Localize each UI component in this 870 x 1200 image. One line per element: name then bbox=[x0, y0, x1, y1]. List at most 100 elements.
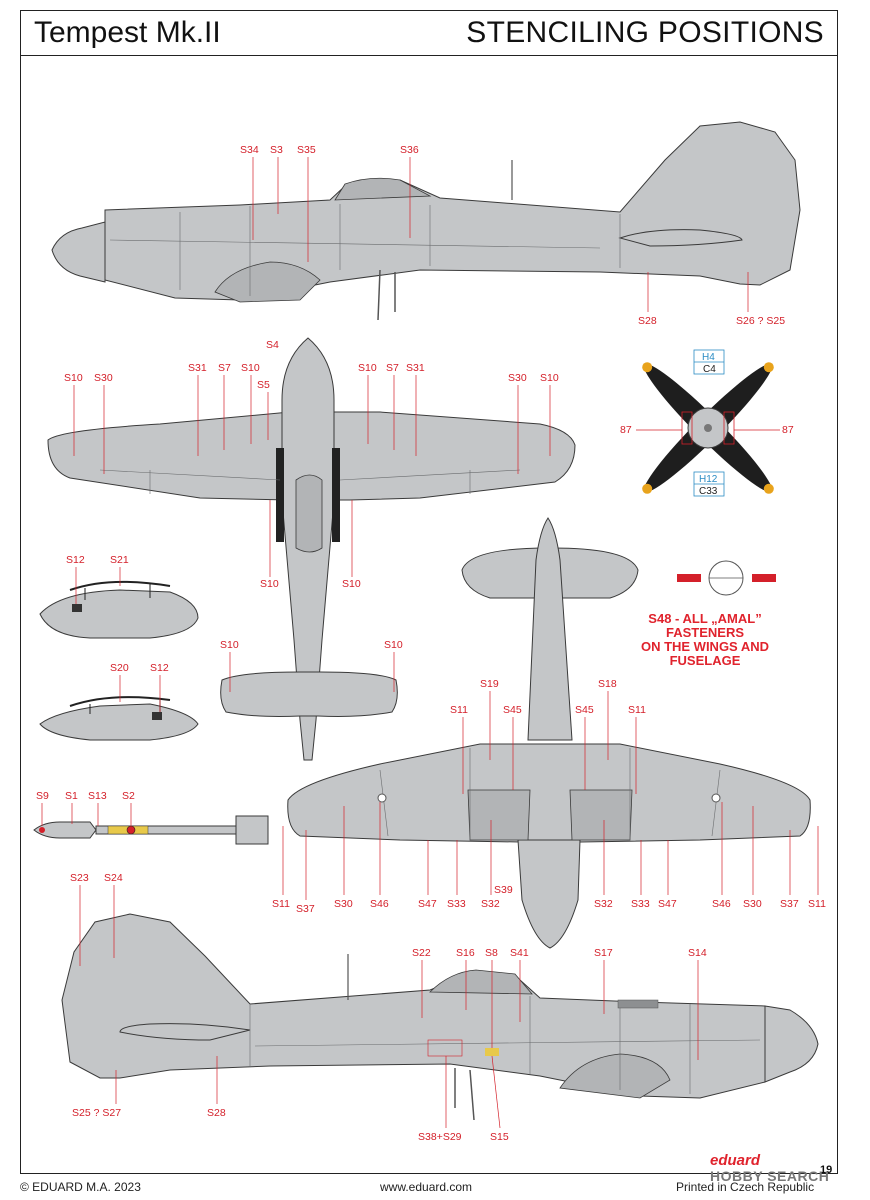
label-s30-b: S30 bbox=[508, 372, 527, 384]
label-s11-c: S11 bbox=[272, 898, 290, 910]
label-s26-s25: S26 ? S25 bbox=[736, 315, 785, 327]
side-view-bottom-labels: S23 S24 S22 S16 S8 S41 S17 S14 S25 ? S27… bbox=[70, 872, 707, 1143]
amal-fastener-note: S48 - ALL „AMAL” FASTENERS ON THE WINGS … bbox=[630, 612, 780, 668]
note-line-2: FASTENERS bbox=[665, 625, 744, 640]
label-s1: S1 bbox=[65, 790, 78, 802]
drop-tank-1 bbox=[39, 580, 199, 639]
top-view-labels: S10 S30 S31 S7 S10 S4 S5 S10 S7 S31 S30 … bbox=[64, 339, 559, 590]
label-s11-a: S11 bbox=[450, 704, 468, 716]
eduard-logo: eduard bbox=[710, 1152, 761, 1169]
drop-tank-labels: S12 S21 S20 S12 bbox=[66, 554, 169, 712]
drop-tank-2 bbox=[39, 696, 199, 741]
label-s22: S22 bbox=[412, 947, 431, 959]
side-view-top bbox=[51, 121, 801, 321]
page-title: Tempest Mk.II bbox=[34, 16, 221, 49]
prop-code-87-right: 87 bbox=[782, 424, 794, 436]
label-s5: S5 bbox=[257, 379, 270, 391]
label-s47-b: S47 bbox=[658, 898, 677, 910]
copyright: © EDUARD M.A. 2023 bbox=[20, 1180, 141, 1194]
label-s31-a: S31 bbox=[188, 362, 207, 374]
label-s30-d: S30 bbox=[743, 898, 762, 910]
label-s45-b: S45 bbox=[575, 704, 594, 716]
label-s24: S24 bbox=[104, 872, 123, 884]
amal-fastener-symbol bbox=[677, 560, 776, 596]
label-s10-f: S10 bbox=[342, 578, 361, 590]
label-s46-a: S46 bbox=[370, 898, 389, 910]
prop-code-h4: H4 bbox=[702, 352, 715, 363]
label-s10-g: S10 bbox=[220, 639, 239, 651]
label-s15: S15 bbox=[490, 1131, 509, 1143]
label-s41: S41 bbox=[510, 947, 529, 959]
label-s38-s29: S38+S29 bbox=[418, 1131, 462, 1143]
label-s37-b: S37 bbox=[780, 898, 799, 910]
label-s3: S3 bbox=[270, 144, 283, 156]
prop-code-c33: C33 bbox=[699, 486, 718, 497]
bottom-view bbox=[287, 517, 811, 949]
label-s21: S21 bbox=[110, 554, 129, 566]
label-s10-c: S10 bbox=[358, 362, 377, 374]
label-s28-b: S28 bbox=[207, 1107, 226, 1119]
label-s37-a: S37 bbox=[296, 903, 315, 915]
side-view-top-labels: S34 S3 S35 S36 S28 S26 ? S25 bbox=[240, 144, 785, 327]
note-line-3: ON THE WINGS AND bbox=[640, 639, 770, 654]
label-s35: S35 bbox=[297, 144, 316, 156]
label-s28: S28 bbox=[638, 315, 657, 327]
note-line-1: S48 - ALL „AMAL” bbox=[648, 611, 762, 626]
label-s20: S20 bbox=[110, 662, 129, 674]
label-s46-b: S46 bbox=[712, 898, 731, 910]
label-s47-a: S47 bbox=[418, 898, 437, 910]
label-s12-a: S12 bbox=[66, 554, 85, 566]
label-s11-b: S11 bbox=[628, 704, 646, 716]
printed-note: Printed in Czech Republic bbox=[676, 1180, 815, 1194]
label-s13: S13 bbox=[88, 790, 107, 802]
prop-code-c4: C4 bbox=[703, 364, 716, 375]
label-s45-a: S45 bbox=[503, 704, 522, 716]
tail-top-labels: S10 S10 bbox=[220, 639, 403, 692]
prop-code-h12: H12 bbox=[699, 474, 718, 485]
label-s12-b: S12 bbox=[150, 662, 169, 674]
label-s32-a: S32 bbox=[481, 898, 500, 910]
page-number: 19 bbox=[820, 1164, 833, 1176]
label-s7-b: S7 bbox=[386, 362, 399, 374]
label-s7-a: S7 bbox=[218, 362, 231, 374]
propeller-diagram: H4 C4 H12 C33 87 87 bbox=[620, 349, 794, 497]
watermark: HOBBY SEARCH bbox=[710, 1168, 830, 1184]
label-s39: S39 bbox=[494, 884, 513, 896]
label-s10-a: S10 bbox=[64, 372, 83, 384]
label-s10-b: S10 bbox=[241, 362, 260, 374]
label-s18: S18 bbox=[598, 678, 617, 690]
header-bar: Tempest Mk.II STENCILING POSITIONS bbox=[20, 10, 838, 56]
label-s19: S19 bbox=[480, 678, 499, 690]
page-frame bbox=[20, 10, 838, 1174]
label-s9: S9 bbox=[36, 790, 49, 802]
label-s10-h: S10 bbox=[384, 639, 403, 651]
bottom-view-labels: S19 S18 S11 S45 S45 S11 S11 S37 S30 S46 … bbox=[272, 678, 826, 915]
label-s10-e: S10 bbox=[260, 578, 279, 590]
label-s36: S36 bbox=[400, 144, 419, 156]
label-s14: S14 bbox=[688, 947, 707, 959]
label-s33-b: S33 bbox=[631, 898, 650, 910]
label-s25-s27: S25 ? S27 bbox=[72, 1107, 121, 1119]
bomb bbox=[33, 815, 269, 845]
label-s4: S4 bbox=[266, 339, 279, 351]
label-s17: S17 bbox=[594, 947, 613, 959]
top-view bbox=[47, 337, 576, 761]
label-s23: S23 bbox=[70, 872, 89, 884]
label-s8: S8 bbox=[485, 947, 498, 959]
label-s10-d: S10 bbox=[540, 372, 559, 384]
prop-code-87-left: 87 bbox=[620, 424, 632, 436]
side-view-bottom bbox=[61, 913, 819, 1121]
label-s30-c: S30 bbox=[334, 898, 353, 910]
label-s30-a: S30 bbox=[94, 372, 113, 384]
label-s32-b: S32 bbox=[594, 898, 613, 910]
website-link[interactable]: www.eduard.com bbox=[380, 1180, 473, 1194]
label-s16: S16 bbox=[456, 947, 475, 959]
page-subtitle: STENCILING POSITIONS bbox=[466, 16, 824, 49]
note-line-4: FUSELAGE bbox=[669, 653, 741, 668]
bomb-labels: S9 S1 S13 S2 bbox=[36, 790, 135, 826]
label-s33-a: S33 bbox=[447, 898, 466, 910]
label-s31-b: S31 bbox=[406, 362, 425, 374]
label-s2: S2 bbox=[122, 790, 135, 802]
label-s11-d: S11 bbox=[808, 898, 826, 910]
